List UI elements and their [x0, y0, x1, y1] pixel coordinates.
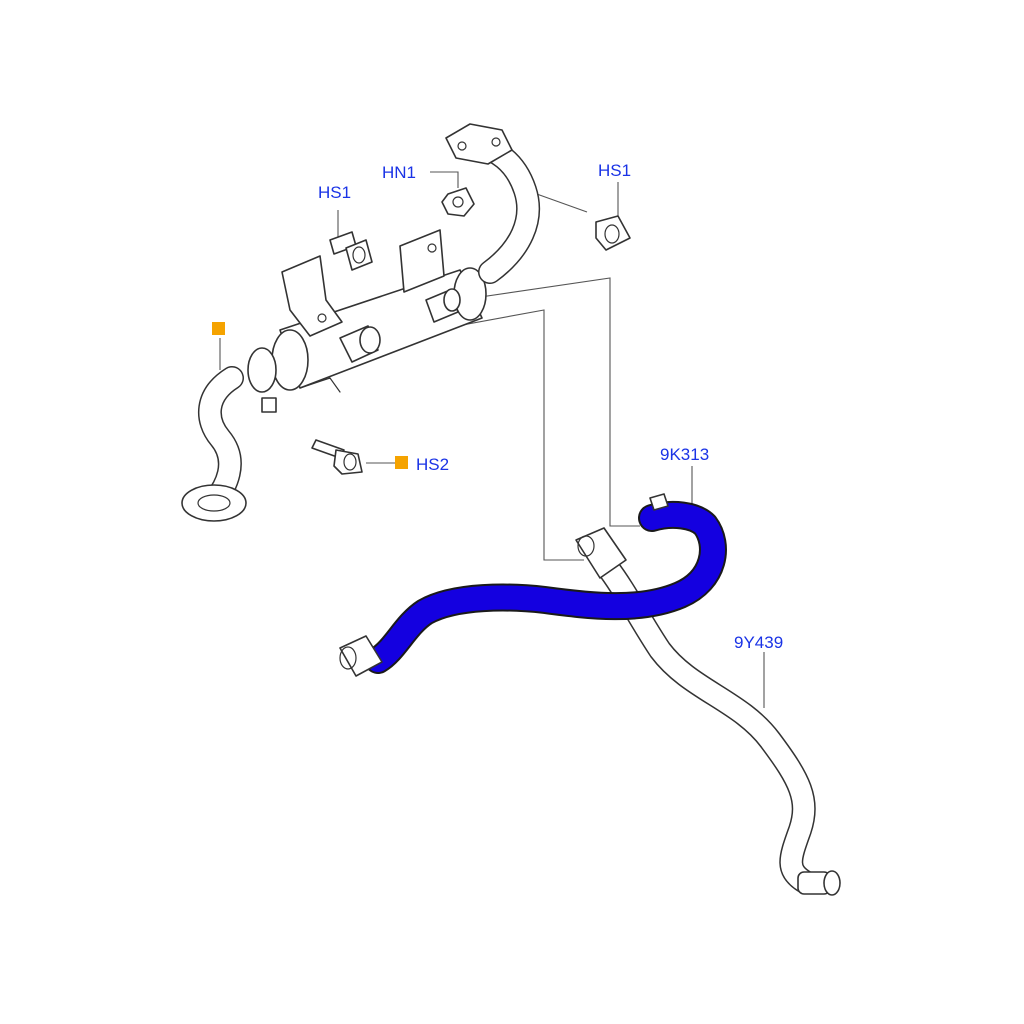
- bracket-right: [399, 229, 445, 293]
- callout-9y439: 9Y439: [734, 633, 783, 652]
- callout-hs1-left: HS1: [318, 183, 351, 202]
- bolt-hs1-right: [595, 215, 631, 251]
- leader-hn1: [430, 171, 459, 188]
- hose-9y439: [575, 527, 841, 896]
- callout-hs2: HS2: [416, 455, 449, 474]
- hose-9y439-connector-top: [575, 527, 627, 579]
- bracket-left: [281, 255, 343, 337]
- callout-labels: HN1 HS1 HS1 HS2 9K313 9Y439: [318, 161, 783, 652]
- leader-lines: [219, 171, 765, 708]
- cooler-end-left: [271, 329, 309, 391]
- inlet-flange: [181, 484, 247, 522]
- outlet-flange: [445, 123, 513, 165]
- clamp-left: [247, 347, 277, 393]
- nut-hn1: [441, 187, 475, 217]
- markers: [212, 322, 408, 469]
- bolt-hs2: [311, 439, 363, 475]
- leader-port-upper: [459, 277, 640, 527]
- callout-hn1: HN1: [382, 163, 416, 182]
- callout-hs1-right: HS1: [598, 161, 631, 180]
- square-marker-icon: [212, 322, 225, 335]
- hose-9k313-clamp-left: [339, 635, 383, 677]
- fasteners: [311, 187, 631, 475]
- bolt-hs1-left: [329, 231, 373, 271]
- hose-9k313-clamp-right: [649, 493, 669, 511]
- hose-9k313: [339, 493, 727, 677]
- callout-9k313: 9K313: [660, 445, 709, 464]
- square-marker-icon: [395, 456, 408, 469]
- egr-cooler-assembly: [181, 123, 541, 522]
- clamp-tab: [261, 397, 277, 413]
